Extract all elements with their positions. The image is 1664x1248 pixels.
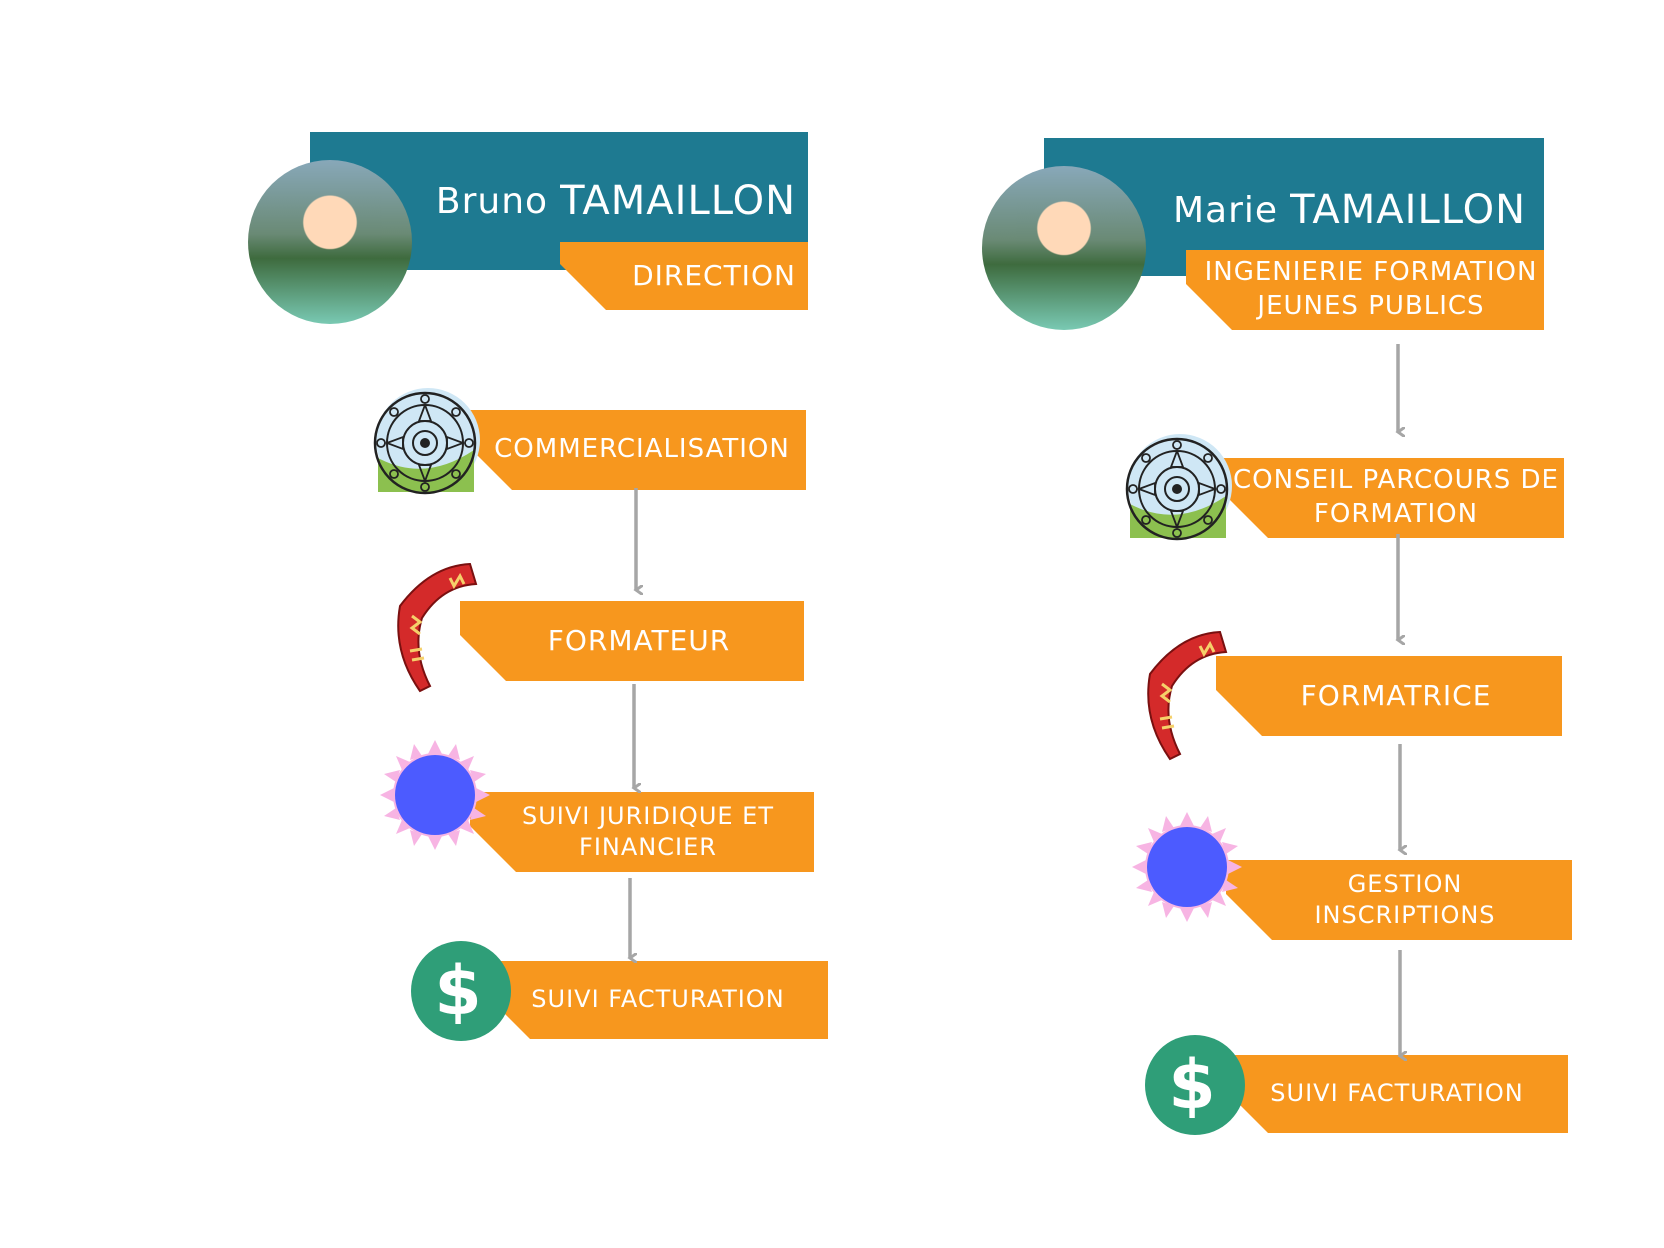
dollar-icon: $ — [411, 941, 511, 1041]
mandala-icon — [1125, 434, 1232, 541]
role-label-ingenierie: INGENIERIE FORMATION JEUNES PUBLICS — [1186, 250, 1544, 330]
step-gestion-inscriptions: GESTION INSCRIPTIONS — [1226, 860, 1572, 940]
step-conseil-parcours: CONSEIL PARCOURS DE FORMATION — [1222, 458, 1564, 538]
boomerang-icon — [397, 562, 478, 693]
svg-text:$: $ — [1168, 1046, 1215, 1125]
boomerang-icon — [1147, 630, 1228, 761]
mandala-icon — [373, 388, 480, 495]
sun-icon — [380, 740, 490, 850]
step-formatrice: FORMATRICE — [1216, 656, 1562, 736]
step-suivi-juridique: SUIVI JURIDIQUE ET FINANCIER — [470, 792, 814, 872]
first-name: Marie — [1173, 189, 1279, 231]
sun-icon — [1132, 812, 1242, 922]
dollar-icon: $ — [1145, 1035, 1245, 1135]
person-name-marie: Marie TAMAILLON — [1134, 184, 1526, 236]
svg-text:$: $ — [434, 952, 481, 1031]
step-commercialisation: COMMERCIALISATION — [466, 410, 806, 490]
first-name: Bruno — [435, 180, 549, 222]
step-formateur: FORMATEUR — [460, 601, 804, 681]
last-name: TAMAILLON — [560, 178, 796, 224]
step-suivi-facturation-left: SUIVI FACTURATION — [484, 961, 828, 1039]
portrait-woman-photo — [982, 166, 1146, 330]
step-suivi-facturation-right: SUIVI FACTURATION — [1222, 1055, 1568, 1133]
last-name: TAMAILLON — [1290, 187, 1526, 233]
portrait-man-photo — [248, 160, 412, 324]
person-name-bruno: Bruno TAMAILLON — [400, 175, 796, 227]
role-label-direction: DIRECTION — [560, 242, 808, 310]
